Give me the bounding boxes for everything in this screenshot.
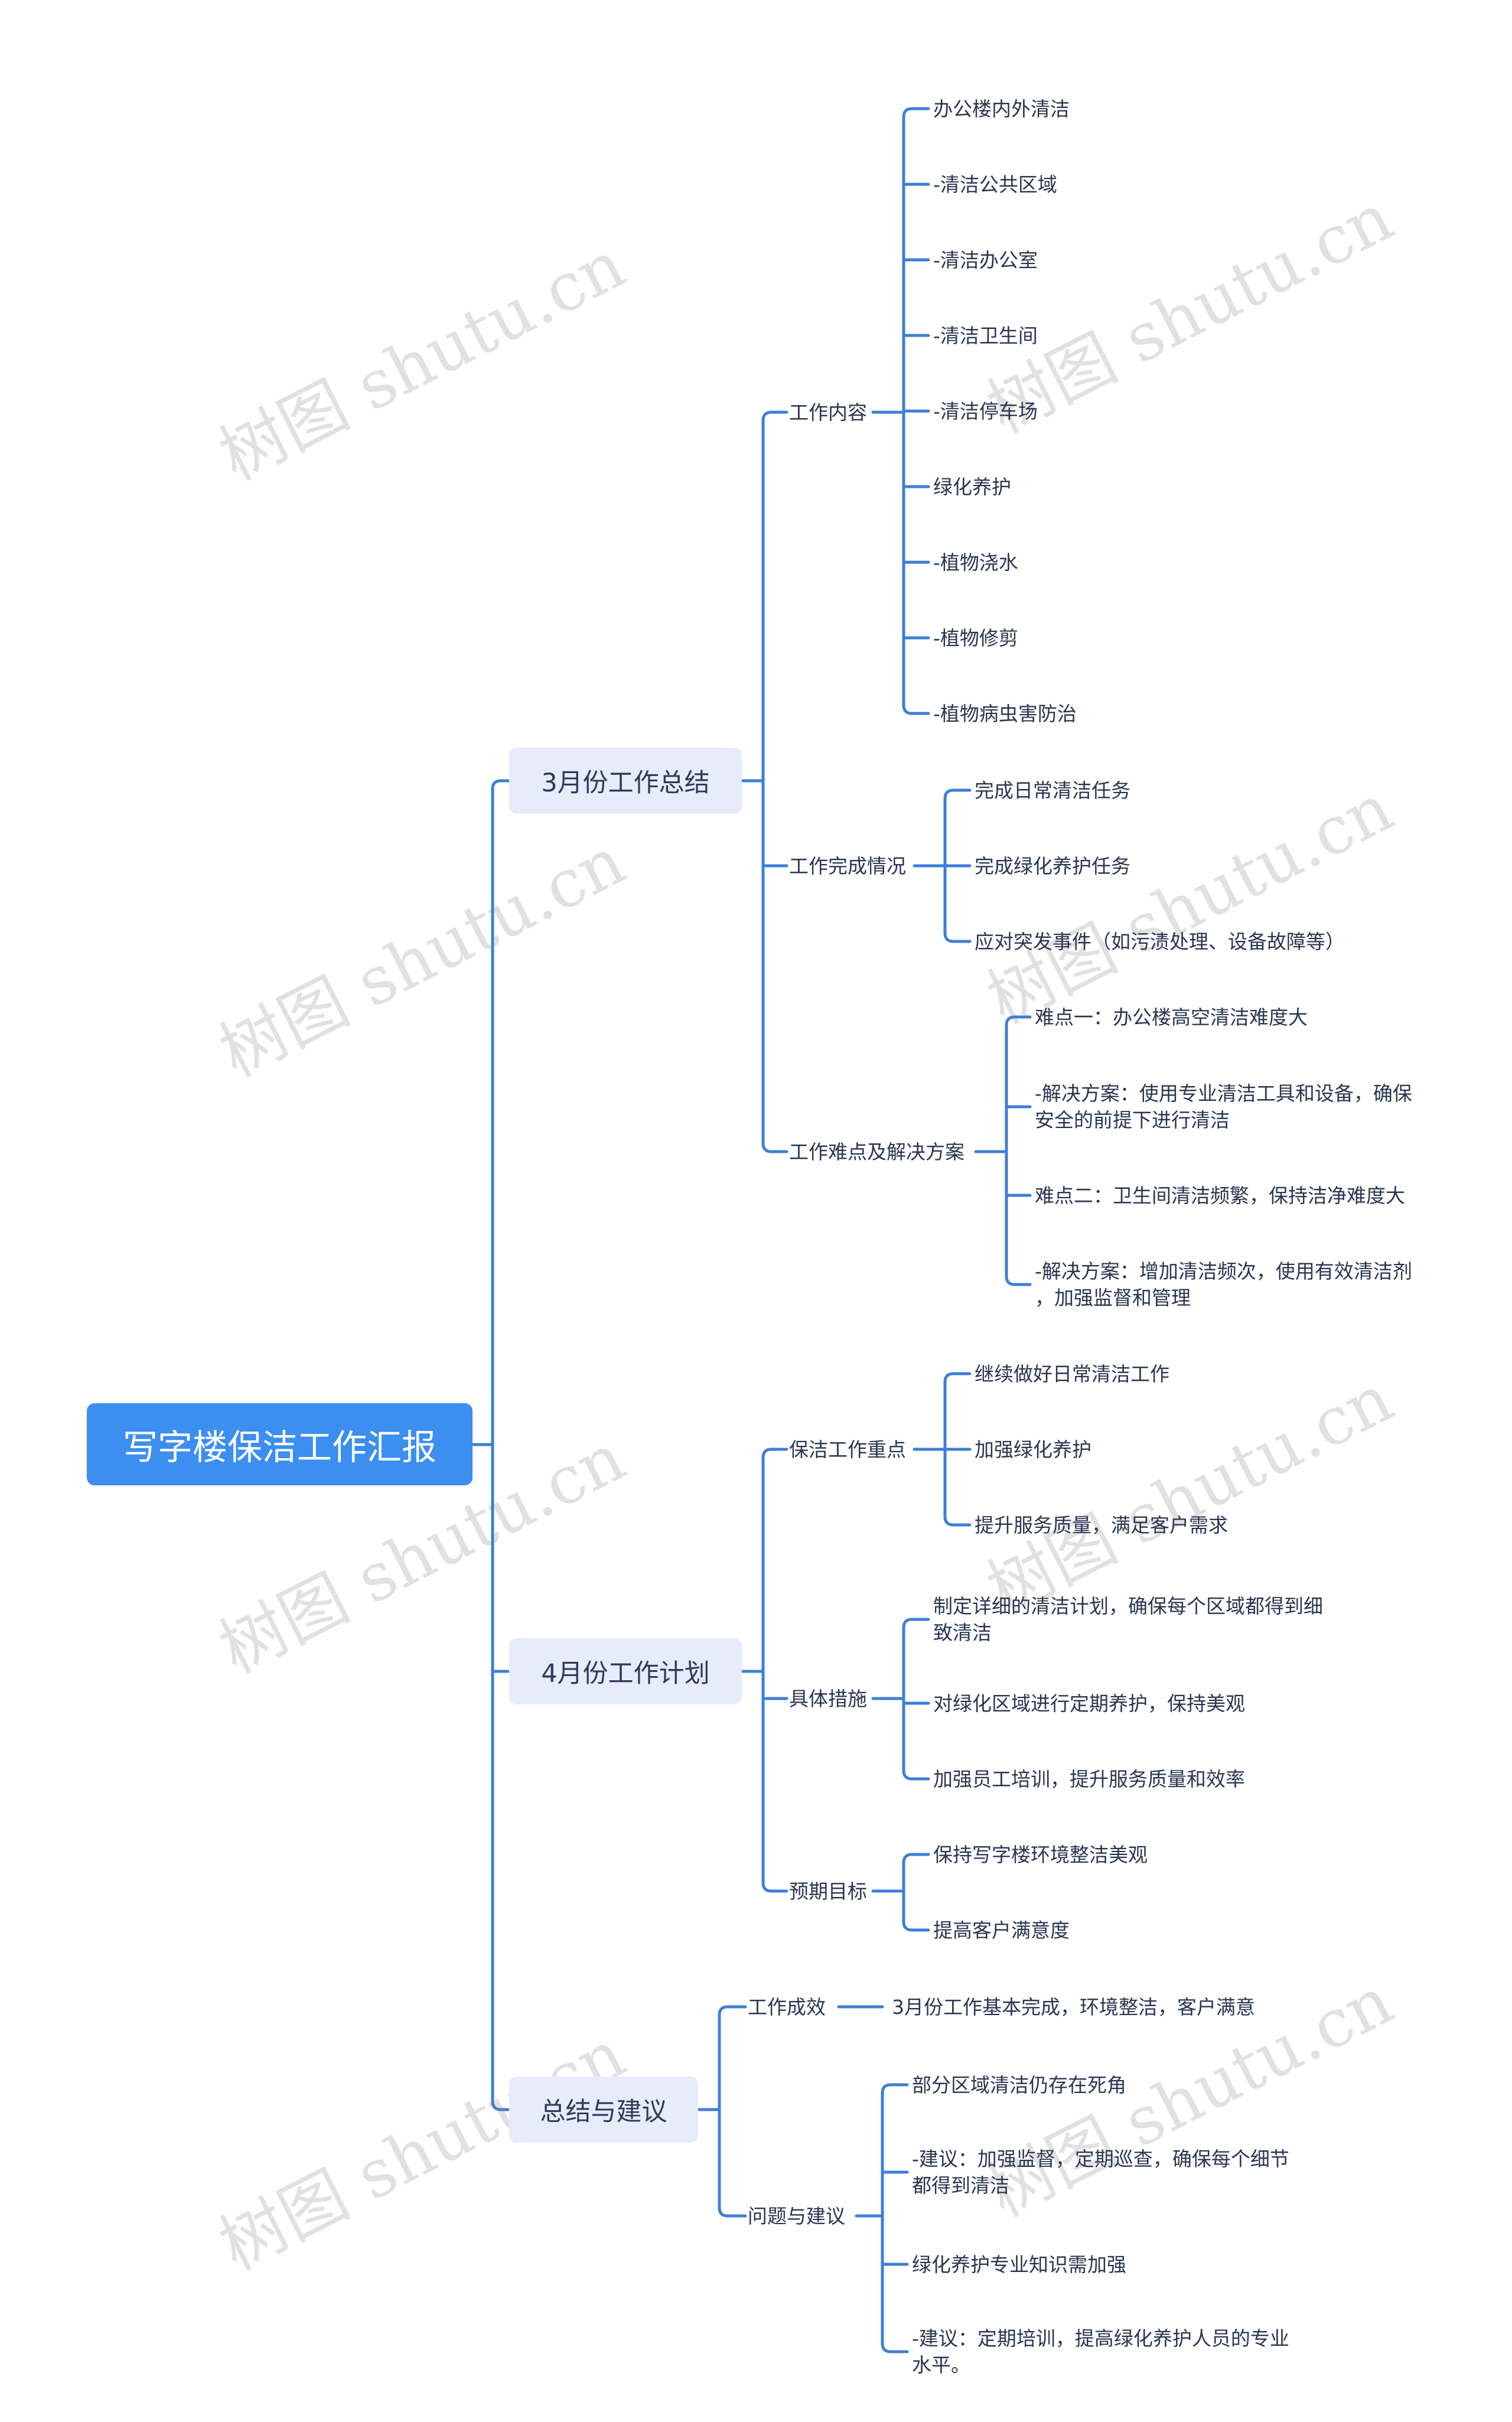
group-1-1-label[interactable]: 具体措施 (789, 1687, 867, 1710)
connector-line (1005, 1015, 1032, 1027)
connector-line (491, 2100, 511, 2111)
group-0-0-item[interactable]: -植物修剪 (933, 625, 1018, 651)
item-text-line: 绿化养护专业知识需加强 (912, 2253, 1126, 2276)
connector-line (761, 1448, 788, 1459)
connector-line (718, 2206, 747, 2218)
item-text-line: ，加强监督和管理 (1035, 1286, 1191, 1309)
item-text-line: 办公楼内外清洁 (933, 97, 1070, 120)
connector-line (761, 1142, 788, 1153)
group-1-0-item[interactable]: 提升服务质量，满足客户需求 (975, 1512, 1228, 1538)
group-2-0-label[interactable]: 工作成效 (748, 1996, 826, 2019)
connector-line (761, 410, 788, 422)
item-text-line: 对绿化区域进行定期养护，保持美观 (933, 1691, 1245, 1715)
connector-line (943, 788, 972, 800)
item-text-line: 完成日常清洁任务 (975, 778, 1130, 802)
item-text-line: -清洁卫生间 (933, 324, 1038, 347)
group-1-0-item[interactable]: 继续做好日常清洁工作 (975, 1361, 1169, 1387)
group-1-1-item[interactable]: 加强员工培训，提升服务质量和效率 (933, 1766, 1245, 1792)
group-2-1-item[interactable]: -建议：定期培训，提高绿化养护人员的专业水平。 (912, 2325, 1289, 2378)
group-0-2-item[interactable]: -解决方案：使用专业清洁工具和设备，确保安全的前提下进行清洁 (1035, 1080, 1412, 1133)
item-text-line: 应对突发事件（如污渍处理、设备故障等） (975, 930, 1345, 953)
connector-line (718, 2005, 747, 2017)
branch-node-march-summary[interactable]: 3月份工作总结 (509, 748, 742, 814)
item-text-line: -解决方案：使用专业清洁工具和设备，确保 (1035, 1082, 1412, 1105)
item-text-line: 安全的前提下进行清洁 (1035, 1109, 1230, 1132)
item-text-line: 难点一：办公楼高空清洁难度大 (1035, 1005, 1308, 1029)
group-2-1-item[interactable]: 部分区域清洁仍存在死角 (912, 2072, 1126, 2098)
group-0-0-item[interactable]: -清洁公共区域 (933, 171, 1057, 198)
group-0-2-item[interactable]: -解决方案：增加清洁频次，使用有效清洁剂 ，加强监督和管理 (1035, 1258, 1412, 1311)
group-0-1-item[interactable]: 应对突发事件（如污渍处理、设备故障等） (975, 928, 1345, 955)
root-node[interactable]: 写字楼保洁工作汇报 (87, 1403, 472, 1485)
group-0-0-item[interactable]: -清洁停车场 (933, 398, 1038, 425)
group-0-2-item[interactable]: 难点一：办公楼高空清洁难度大 (1035, 1004, 1308, 1031)
group-2-0-item[interactable]: 3月份工作基本完成，环境整洁，客户满意 (892, 1994, 1255, 2020)
item-text-line: 完成绿化养护任务 (975, 854, 1130, 878)
group-1-0-item[interactable]: 加强绿化养护 (975, 1436, 1091, 1463)
item-text-line: -清洁停车场 (933, 399, 1038, 423)
group-0-0-label[interactable]: 工作内容 (789, 401, 867, 424)
group-0-1-label[interactable]: 工作完成情况 (789, 855, 906, 878)
group-1-2-item[interactable]: 保持写字楼环境整洁美观 (933, 1841, 1148, 1868)
item-text-line: -解决方案：增加清洁频次，使用有效清洁剂 (1035, 1260, 1412, 1283)
item-text-line: 继续做好日常清洁工作 (975, 1362, 1169, 1386)
group-2-1-item[interactable]: 绿化养护专业知识需加强 (912, 2251, 1126, 2278)
item-text-line: 加强绿化养护 (975, 1437, 1091, 1461)
item-text-line: -植物修剪 (933, 626, 1018, 650)
item-text-line: 提高客户满意度 (933, 1918, 1070, 1942)
group-0-2-label[interactable]: 工作难点及解决方案 (789, 1140, 964, 1163)
connector-line (902, 107, 930, 119)
group-0-0-item[interactable]: -清洁卫生间 (933, 322, 1038, 349)
group-0-0-item[interactable]: 绿化养护 (933, 474, 1011, 500)
connector-line (943, 931, 972, 943)
connector-line (902, 1853, 930, 1864)
connector-line (902, 1920, 930, 1932)
connector-line (902, 703, 930, 715)
connector-line (943, 1515, 972, 1527)
group-1-1-item[interactable]: 对绿化区域进行定期养护，保持美观 (933, 1690, 1245, 1717)
item-text-line: 致清洁 (933, 1621, 992, 1644)
item-text-line: 制定详细的清洁计划，确保每个区域都得到细 (933, 1595, 1323, 1618)
group-0-0-item[interactable]: -清洁办公室 (933, 247, 1038, 273)
item-text-line: 保持写字楼环境整洁美观 (933, 1843, 1148, 1866)
connector-line (1005, 1274, 1032, 1286)
connector-line (943, 1372, 972, 1384)
branch-node-april-plan[interactable]: 4月份工作计划 (509, 1638, 742, 1704)
item-text-line: -植物病虫害防治 (933, 702, 1077, 725)
item-text-line: 绿化养护 (933, 475, 1011, 498)
connector-line (881, 2342, 909, 2353)
item-text-line: -建议：加强监督，定期巡查，确保每个细节 (912, 2147, 1289, 2170)
item-text-line: 3月份工作基本完成，环境整洁，客户满意 (892, 1995, 1255, 2019)
branch-node-conclusion[interactable]: 总结与建议 (509, 2077, 698, 2143)
group-0-0-item[interactable]: -植物浇水 (933, 549, 1018, 576)
item-text-line: 加强员工培训，提升服务质量和效率 (933, 1767, 1245, 1791)
group-1-2-item[interactable]: 提高客户满意度 (933, 1917, 1070, 1944)
item-text-line: 水平。 (912, 2353, 970, 2377)
item-text-line: -清洁公共区域 (933, 172, 1057, 196)
group-1-2-label[interactable]: 预期目标 (789, 1880, 867, 1903)
item-text-line: -植物浇水 (933, 550, 1018, 574)
group-0-0-item[interactable]: 办公楼内外清洁 (933, 96, 1070, 122)
item-text-line: -建议：定期培训，提高绿化养护人员的专业 (912, 2327, 1289, 2350)
item-text-line: 部分区域清洁仍存在死角 (912, 2073, 1126, 2097)
item-text-line: 提升服务质量，满足客户需求 (975, 1513, 1228, 1537)
group-0-0-item[interactable]: -植物病虫害防治 (933, 700, 1077, 727)
group-2-1-item[interactable]: -建议：加强监督，定期巡查，确保每个细节都得到清洁 (912, 2146, 1289, 2199)
group-1-1-item[interactable]: 制定详细的清洁计划，确保每个区域都得到细致清洁 (933, 1593, 1323, 1646)
group-2-1-label[interactable]: 问题与建议 (748, 2205, 845, 2228)
group-0-1-item[interactable]: 完成日常清洁任务 (975, 777, 1130, 804)
connector-line (881, 2083, 909, 2095)
item-text-line: 都得到清洁 (912, 2174, 1009, 2197)
connector-line (761, 1881, 788, 1893)
connector-line (902, 1769, 930, 1781)
item-text-line: -清洁办公室 (933, 248, 1038, 272)
item-text-line: 难点二：卫生间清洁频繁，保持洁净难度大 (1035, 1184, 1405, 1207)
group-0-2-item[interactable]: 难点二：卫生间清洁频繁，保持洁净难度大 (1035, 1182, 1405, 1209)
group-1-0-label[interactable]: 保洁工作重点 (789, 1438, 906, 1461)
connector-line (491, 779, 511, 791)
connector-line (902, 1618, 930, 1629)
group-0-1-item[interactable]: 完成绿化养护任务 (975, 853, 1130, 879)
